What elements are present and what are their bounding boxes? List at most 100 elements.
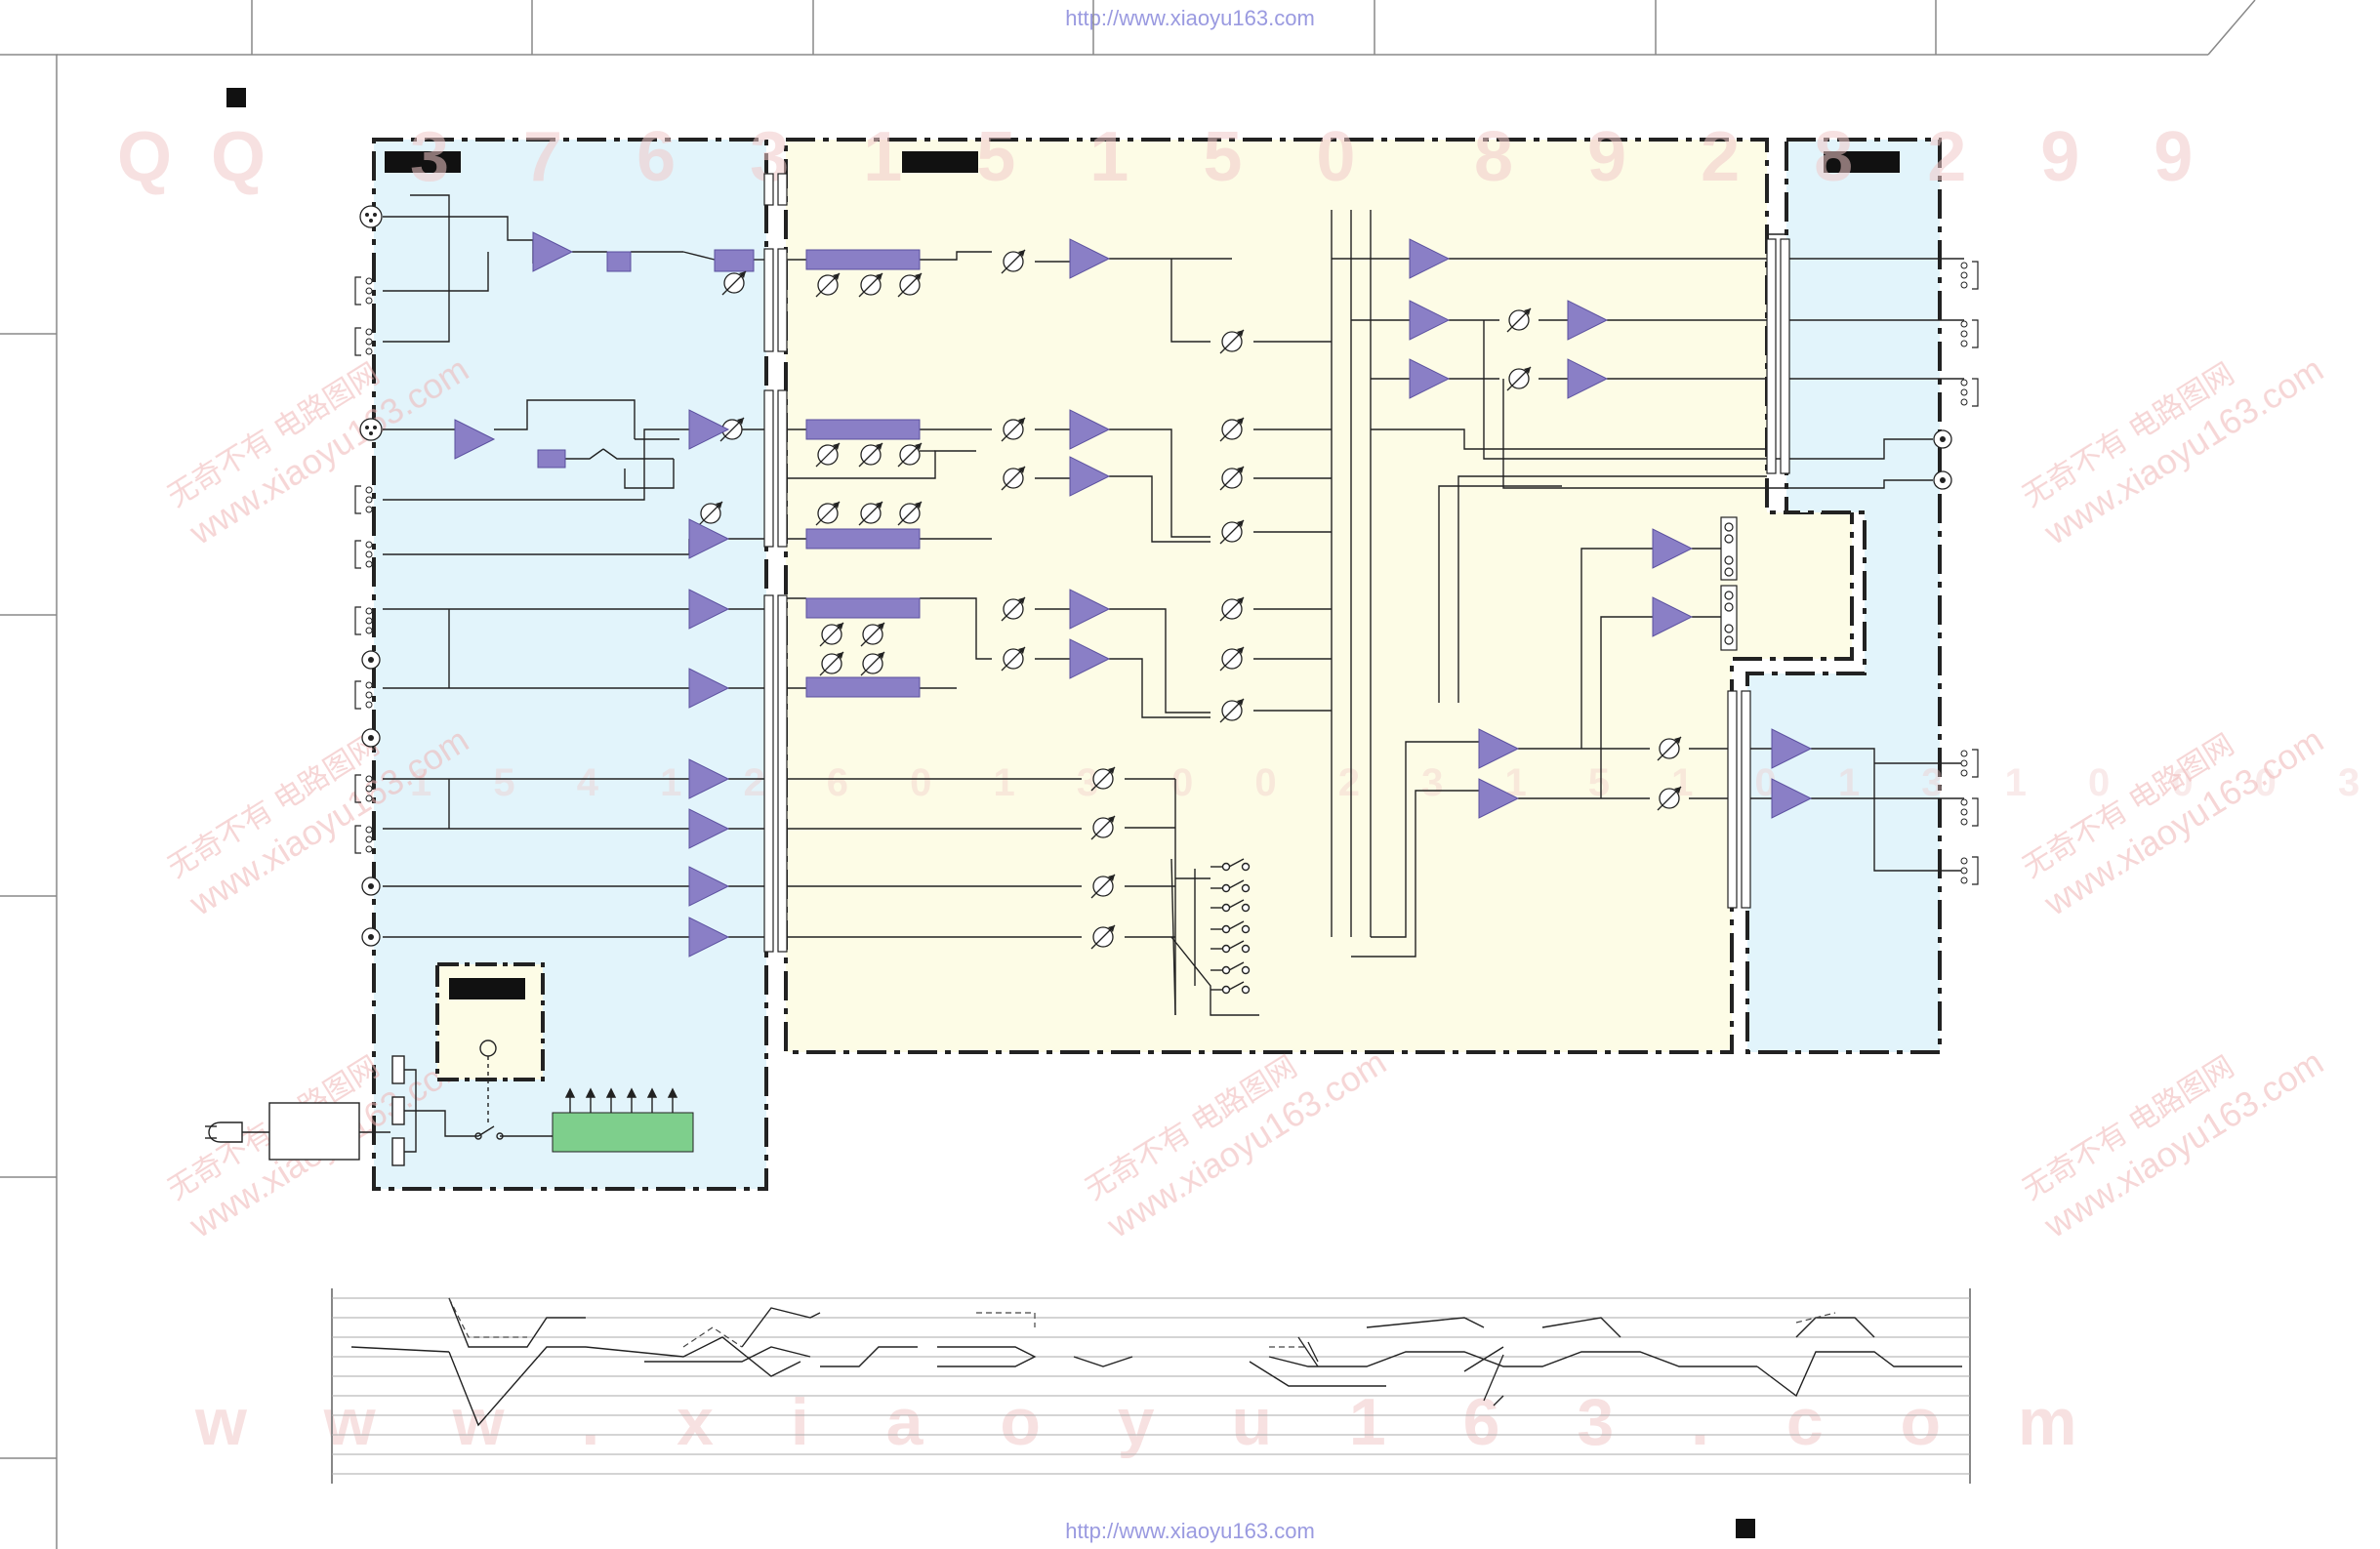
potentiometer [1219,596,1245,622]
potentiometer [1219,646,1245,672]
board-connector [777,248,788,352]
board-connector [763,173,774,206]
xlr-jack-icon [359,205,383,228]
xlr-jack-icon [359,418,383,441]
signal-wires [383,194,1964,1016]
header-url[interactable]: http://www.xiaoyu163.com [1065,6,1315,30]
potentiometer [1001,249,1026,274]
amplifier-triangle [688,668,730,709]
trs-jack-icon [354,327,373,356]
amplifier-triangle [1409,238,1451,279]
board-connector [777,173,788,206]
rca-jack-icon [361,650,381,670]
output-jack-icon [1960,797,1979,827]
level-trace [1541,1317,1621,1338]
potentiometer [1219,417,1245,442]
level-trace [1366,1317,1485,1328]
potentiometer [1219,329,1245,354]
fader-block [805,676,921,698]
fader-block [805,528,921,550]
potentiometer [1090,766,1116,792]
potentiometer [1090,815,1116,840]
board-label [1824,151,1900,173]
potentiometer [698,501,723,526]
output-jacks [1933,261,1979,885]
amplifier-triangle [688,589,730,630]
potentiometer [719,417,745,442]
potentiometer [1090,924,1116,950]
amplifier-triangle [1652,596,1694,637]
input-jacks [354,205,383,947]
level-trace [1249,1361,1386,1387]
board-connector [763,248,774,352]
potentiometer [1219,698,1245,723]
trs-jack-icon [354,606,373,635]
svg-text:3 7 6 3 1 5 1 5 0: 3 7 6 3 1 5 1 5 0 [410,118,1382,196]
level-trace [448,1346,586,1427]
amplifier-triangle [1771,728,1813,769]
board-connector [1727,690,1738,909]
level-trace-dashed [448,1297,527,1338]
potentiometer [1219,466,1245,491]
board-connector [1741,690,1751,909]
output-jack-icon [1960,856,1979,885]
potentiometer [897,272,923,298]
amplifier-triangle [1771,778,1813,819]
amplifier-triangle [1567,300,1609,341]
amplifier-triangle [1069,238,1111,279]
potentiometer [860,622,885,647]
rca-jack-icon [361,927,381,947]
potentiometer [1657,736,1682,761]
trs-jack-icon [354,276,373,306]
level-arrow [1493,1395,1504,1406]
potentiometer [815,501,841,526]
eq-block [714,249,755,272]
amplifier-triangle [1652,528,1694,569]
potentiometer [897,442,923,468]
potentiometer [819,651,844,676]
amplifier-triangle [1409,300,1451,341]
level-trace [1463,1346,1504,1372]
level-arrow [1483,1354,1504,1402]
amplifier-triangle [454,419,496,460]
amplifier-triangle [688,917,730,958]
eq-block [537,449,566,469]
fader-block [805,419,921,440]
level-arrow [1307,1341,1319,1363]
board-label [385,151,461,173]
amplifier-triangle [1567,358,1609,399]
board-connector [1766,238,1777,474]
power-sub-label [449,978,525,999]
fader-blocks [537,249,921,698]
potentiometer [1090,874,1116,899]
level-trace [937,1346,1037,1367]
output-jack-icon [1960,378,1979,407]
level-trace [1268,1351,1757,1367]
amplifier-triangle [1069,409,1111,450]
footer-url[interactable]: http://www.xiaoyu163.com [1065,1519,1315,1543]
potentiometers [698,249,1682,950]
trs-jack-icon [354,540,373,569]
potentiometer [819,622,844,647]
amplifier-triangle [1069,456,1111,497]
output-jack-icon [1960,261,1979,290]
amplifier-triangle [1478,778,1520,819]
rca-jack-icon [361,876,381,896]
level-trace [1756,1351,1962,1398]
amplifier-triangle [688,409,730,450]
power-section [205,962,694,1166]
level-trace-dashed [976,1312,1036,1327]
output-jack-icon [1960,749,1979,778]
rca-jack-icon [1933,429,1952,449]
level-trace [644,1346,811,1363]
potentiometer [1001,596,1026,622]
potentiometer [1657,786,1682,811]
potentiometer [858,501,883,526]
potentiometer [815,272,841,298]
rca-jack-icon [361,728,381,748]
corner-marker [226,88,246,107]
potentiometer [815,442,841,468]
svg-text:8 9 2 8 2 9 9: 8 9 2 8 2 9 9 [1474,118,2220,196]
amplifier-triangle [1409,358,1451,399]
